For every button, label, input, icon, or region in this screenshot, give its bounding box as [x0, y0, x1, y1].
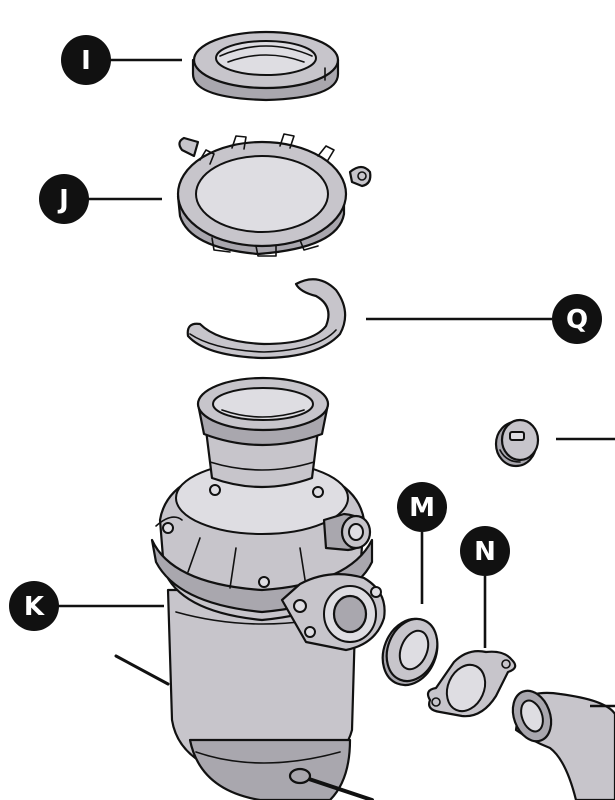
part-n-flange	[426, 650, 517, 718]
callout-q: Q	[552, 294, 602, 344]
part-k-disposer-body	[114, 376, 386, 800]
callout-j-label: J	[57, 185, 69, 215]
callout-i-label: I	[81, 46, 91, 76]
part-m-gasket	[381, 617, 439, 687]
leader-lines	[58, 58, 615, 708]
part-i-mounting-ring	[191, 30, 340, 102]
callout-k-label: K	[24, 592, 45, 622]
callout-i: I	[61, 35, 111, 85]
callout-n: N	[460, 526, 510, 576]
callout-j: J	[39, 174, 89, 224]
callout-n-label: N	[474, 537, 496, 567]
small-plug-cap	[494, 418, 540, 468]
callout-m-label: M	[409, 493, 435, 523]
part-q-snap-ring	[186, 278, 347, 360]
elbow-pipe	[511, 689, 615, 800]
callout-k: K	[9, 581, 59, 631]
callout-q-label: Q	[566, 305, 588, 335]
callout-m: M	[397, 482, 447, 532]
part-j-clamp-ring	[176, 133, 372, 257]
